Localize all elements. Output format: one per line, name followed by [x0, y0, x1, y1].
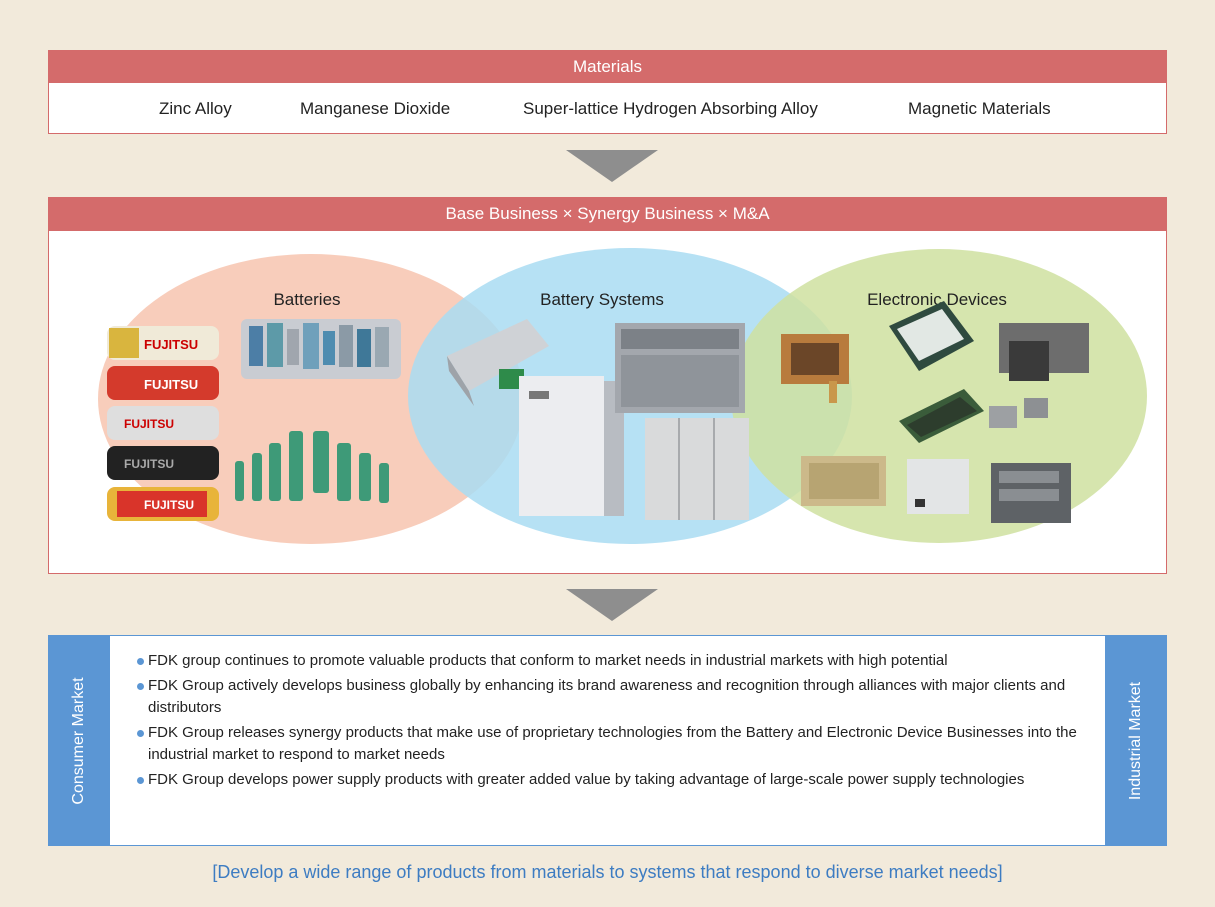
battery-brand-text: FUJITSU	[124, 457, 174, 471]
industrial-market-label: Industrial Market	[1127, 681, 1144, 800]
battery-brand-text: FUJITSU	[144, 377, 198, 392]
bullet-dot-icon	[137, 729, 144, 737]
bullet-dot-icon	[137, 658, 144, 665]
bullet-item: FDK Group actively develops business glo…	[137, 675, 1085, 720]
transformer-image	[781, 334, 849, 403]
sensor-module-image	[801, 456, 886, 506]
materials-header: Materials	[48, 50, 1167, 83]
battery-brand-text: FUJITSU	[144, 498, 194, 512]
consumer-market-label: Consumer Market	[70, 676, 87, 805]
business-venn-panel: Batteries Battery Systems Electronic Dev…	[48, 231, 1167, 574]
consumer-market-bar: Consumer Market	[48, 635, 110, 846]
battery-assortment-image	[241, 319, 401, 379]
battery-brand-text: FUJITSU	[144, 337, 198, 352]
floor-battery-cabinet-image	[519, 376, 624, 516]
batteries-label: Batteries	[273, 290, 340, 309]
dc-converter-board-image	[899, 389, 984, 443]
chip-components-image	[989, 323, 1089, 428]
battery-brand-text: FUJITSU	[124, 417, 174, 431]
power-module-image	[889, 301, 974, 371]
rack-battery-image	[615, 323, 745, 413]
industrial-cabinet-image	[645, 418, 749, 520]
bullet-item: FDK Group releases synergy products that…	[137, 722, 1085, 767]
venn-diagram: Batteries Battery Systems Electronic Dev…	[98, 248, 1147, 544]
bullet-item: FDK group continues to promote valuable …	[137, 650, 1085, 673]
market-panel: Consumer Market FDK group continues to p…	[48, 635, 1167, 846]
down-arrow-icon	[566, 589, 658, 621]
bullet-dot-icon	[137, 682, 144, 690]
rack-unit-image	[991, 463, 1071, 523]
business-header: Base Business × Synergy Business × M&A	[48, 197, 1167, 231]
aa-batteries-image: FUJITSU FUJITSU FUJITSU FUJITSU FUJITSU	[107, 326, 219, 521]
electronic-devices-label: Electronic Devices	[867, 290, 1007, 309]
footer-statement: [Develop a wide range of products from m…	[212, 862, 1003, 882]
down-arrow-icon	[566, 150, 658, 182]
bullet-dot-icon	[137, 776, 144, 784]
battery-systems-label: Battery Systems	[540, 290, 664, 309]
power-supply-unit-image	[447, 319, 549, 406]
materials-list: Zinc Alloy Manganese Dioxide Super-latti…	[48, 83, 1167, 134]
material-zinc-alloy: Zinc Alloy	[159, 99, 232, 118]
market-bullets: FDK group continues to promote valuable …	[110, 635, 1105, 846]
lithium-cells-image	[235, 431, 389, 503]
control-box-image	[907, 459, 969, 514]
business-title: Base Business × Synergy Business × M&A	[445, 204, 770, 223]
material-hydrogen-alloy: Super-lattice Hydrogen Absorbing Alloy	[523, 99, 818, 118]
materials-title: Materials	[573, 57, 642, 76]
bullet-item: FDK Group develops power supply products…	[137, 769, 1085, 792]
material-magnetic: Magnetic Materials	[908, 99, 1051, 118]
material-manganese-dioxide: Manganese Dioxide	[300, 99, 451, 118]
industrial-market-bar: Industrial Market	[1105, 635, 1167, 846]
